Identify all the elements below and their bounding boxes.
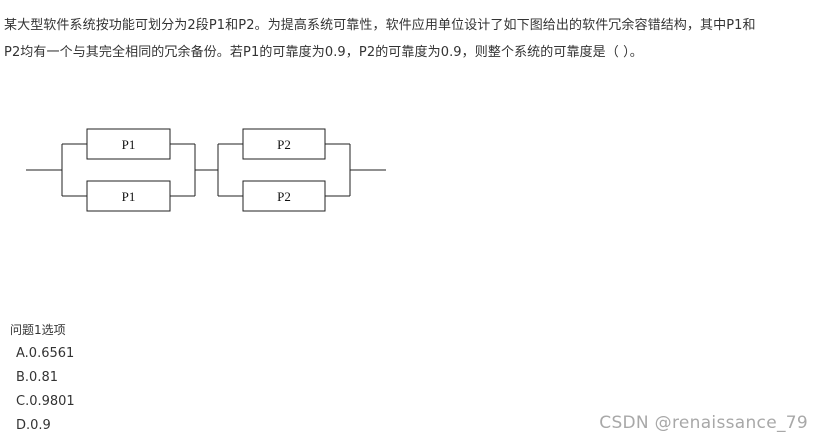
option-c[interactable]: C.0.9801 [16, 394, 75, 409]
option-b[interactable]: B.0.81 [16, 370, 58, 385]
option-d[interactable]: D.0.9 [16, 418, 51, 433]
question-text: 某大型软件系统按功能可划分为2段P1和P2。为提高系统可靠性，软件应用单位设计了… [4, 12, 820, 66]
option-a[interactable]: A.0.6561 [16, 346, 75, 361]
question-line-2: P2均有一个与其完全相同的冗余备份。若P1的可靠度为0.9，P2的可靠度为0.9… [4, 45, 643, 60]
options-list: A.0.6561 B.0.81 C.0.9801 D.0.9 [16, 342, 75, 438]
options-title: 问题1选项 [10, 323, 66, 337]
csdn-watermark: CSDN @renaissance_79 [599, 413, 808, 433]
redundancy-structure-diagram: P1 P1 P2 P2 [26, 128, 386, 212]
p2-bottom-label: P2 [277, 189, 291, 204]
p1-top-label: P1 [122, 137, 136, 152]
p1-bottom-label: P1 [122, 189, 136, 204]
p2-top-label: P2 [277, 137, 291, 152]
question-line-1: 某大型软件系统按功能可划分为2段P1和P2。为提高系统可靠性，软件应用单位设计了… [4, 18, 756, 33]
